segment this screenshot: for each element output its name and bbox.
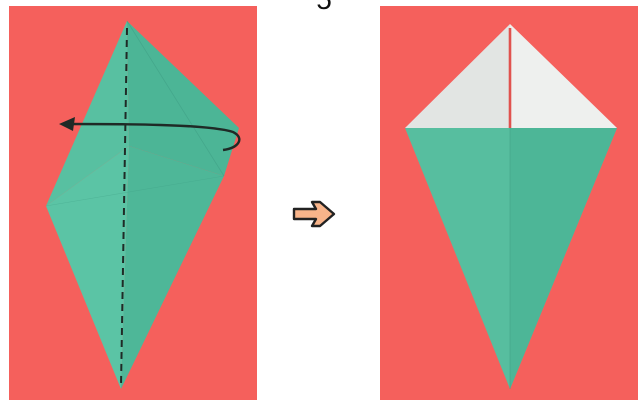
kite-lower-right-facet xyxy=(121,146,224,389)
kite-upper-right-facet xyxy=(127,21,239,176)
kite-crease-line xyxy=(126,20,225,177)
kite-crease-line xyxy=(45,175,225,207)
step-after-panel xyxy=(380,6,638,400)
kite-lower-left-facet xyxy=(46,146,129,389)
teal-lower-body-right-shade xyxy=(510,128,617,389)
kite-upper-left-facet xyxy=(46,21,129,206)
before-illustration xyxy=(9,6,257,400)
turn-arrow-path xyxy=(66,122,241,152)
after-illustration xyxy=(380,6,638,400)
white-top-left-flap xyxy=(405,24,510,128)
right-arrow-icon xyxy=(292,200,336,228)
white-top-right-flap xyxy=(510,24,617,128)
next-step-arrow xyxy=(290,194,338,234)
step-number: 5 xyxy=(284,0,364,14)
step-before-panel xyxy=(9,6,257,400)
turn-arrow-head xyxy=(59,117,75,131)
